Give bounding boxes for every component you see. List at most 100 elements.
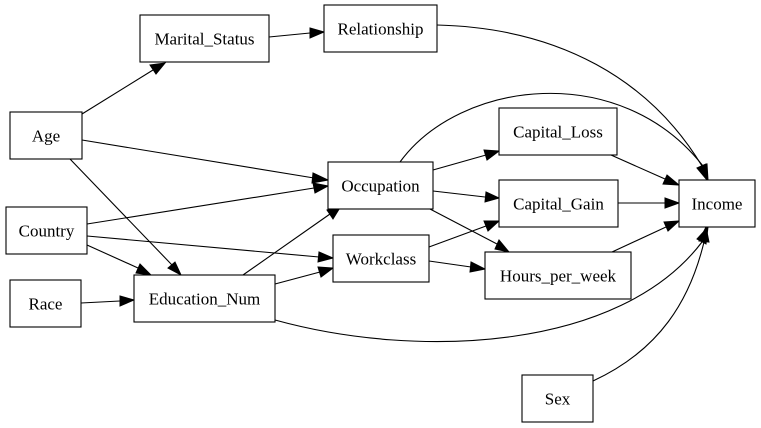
node-relationship: Relationship: [323, 4, 438, 53]
edge-line: [86, 244, 139, 269]
arrow-head: [167, 261, 183, 277]
edge-workclass-to-hours-per-week: [428, 260, 487, 273]
edge-age-to-occupation: [81, 139, 330, 184]
node-label: Hours_per_week: [500, 267, 617, 286]
edges-layer: [69, 24, 710, 382]
edge-sex-to-income: [592, 225, 710, 382]
node-label: Age: [32, 127, 60, 146]
edge-line: [432, 190, 486, 198]
edge-relationship-to-income: [436, 24, 708, 182]
node-box: [139, 14, 270, 63]
node-box: [484, 251, 632, 300]
arrow-head: [317, 251, 335, 263]
node-label: Marital_Status: [154, 30, 254, 49]
edge-race-to-education-num: [80, 295, 136, 307]
edge-line: [428, 260, 472, 268]
node-label: Income: [692, 195, 743, 214]
edge-workclass-to-capital-gain: [428, 220, 501, 248]
edge-hours-per-week-to-income: [611, 220, 681, 253]
edge-line: [399, 92, 704, 167]
arrow-head: [469, 261, 487, 273]
edge-occupation-to-hours-per-week: [429, 208, 511, 253]
arrow-head: [483, 220, 501, 232]
node-workclass: Workclass: [332, 234, 430, 283]
arrow-head: [484, 191, 501, 203]
edge-line: [274, 241, 703, 343]
arrow-head: [697, 163, 709, 182]
edge-occupation-to-income: [399, 92, 709, 182]
node-label: Education_Num: [149, 290, 260, 309]
node-box: [323, 4, 438, 53]
node-label: Sex: [545, 390, 571, 409]
arrow-head: [494, 239, 511, 253]
node-label: Occupation: [341, 177, 420, 196]
node-country: Country: [5, 206, 88, 255]
edge-line: [436, 24, 703, 167]
node-marital-status: Marital_Status: [139, 14, 270, 63]
edge-country-to-education-num: [86, 244, 153, 276]
edge-education-num-to-occupation: [242, 205, 343, 276]
node-capital-loss: Capital_Loss: [498, 107, 618, 156]
arrow-head: [312, 182, 330, 194]
edge-line: [611, 226, 667, 253]
node-income: Income: [678, 179, 756, 228]
edge-line: [429, 208, 498, 245]
edge-marital-status-to-relationship: [268, 27, 326, 39]
arrow-head: [663, 220, 681, 232]
arrow-head: [309, 27, 326, 39]
node-box: [498, 179, 619, 228]
edge-line: [274, 271, 321, 285]
edge-line: [81, 69, 154, 115]
node-label: Capital_Loss: [513, 123, 603, 142]
arrow-head: [149, 62, 167, 75]
arrow-head: [119, 295, 136, 307]
edge-line: [268, 32, 311, 38]
node-box: [9, 279, 82, 328]
node-box: [133, 274, 276, 323]
node-label: Capital_Gain: [513, 195, 604, 214]
edge-line: [592, 241, 705, 382]
arrow-head: [317, 266, 335, 278]
node-label: Country: [19, 222, 75, 241]
edge-occupation-to-capital-gain: [432, 190, 501, 203]
edge-age-to-education-num: [69, 158, 183, 277]
edge-line: [610, 154, 666, 180]
node-race: Race: [9, 279, 82, 328]
edge-age-to-marital-status: [81, 62, 167, 115]
node-box: [5, 206, 88, 255]
edge-line: [69, 158, 173, 266]
edge-education-num-to-workclass: [274, 266, 335, 285]
node-label: Race: [29, 295, 63, 314]
edge-line: [86, 187, 315, 225]
node-age: Age: [9, 111, 83, 160]
arrow-head: [664, 197, 681, 209]
edge-line: [86, 235, 320, 258]
edge-capital-gain-to-income: [618, 197, 681, 209]
arrow-head: [662, 174, 681, 186]
node-occupation: Occupation: [327, 161, 434, 210]
node-box: [521, 374, 594, 423]
arrow-head: [698, 225, 710, 243]
node-box: [327, 161, 434, 210]
node-box: [678, 179, 756, 228]
node-education-num: Education_Num: [133, 274, 276, 323]
edge-line: [432, 154, 487, 171]
edge-country-to-workclass: [86, 235, 335, 263]
node-hours-per-week: Hours_per_week: [484, 251, 632, 300]
arrow-head: [135, 263, 153, 276]
edge-line: [81, 139, 315, 179]
edge-line: [242, 213, 331, 276]
edge-line: [428, 225, 487, 248]
node-sex: Sex: [521, 374, 594, 423]
node-box: [9, 111, 83, 160]
node-box: [498, 107, 618, 156]
node-label: Workclass: [346, 250, 416, 269]
edge-capital-loss-to-income: [610, 154, 681, 186]
node-capital-gain: Capital_Gain: [498, 179, 619, 228]
node-box: [332, 234, 430, 283]
node-label: Relationship: [338, 20, 424, 39]
arrow-head: [483, 149, 501, 161]
edge-country-to-occupation: [86, 182, 330, 225]
